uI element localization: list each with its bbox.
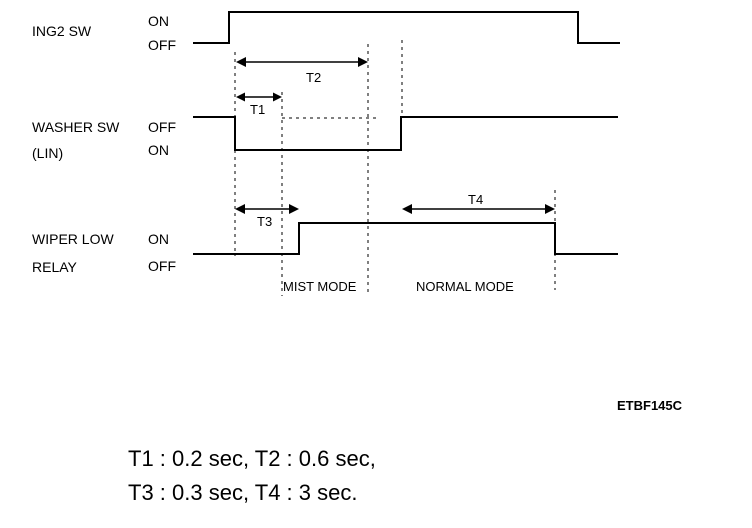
washer-state-high: OFF xyxy=(148,119,176,135)
t2-label: T2 xyxy=(306,70,321,85)
signal-sublabel-washer: (LIN) xyxy=(32,145,63,161)
ing2-waveform xyxy=(193,11,620,44)
t1-label: T1 xyxy=(250,102,265,117)
signal-sublabel-wiper: RELAY xyxy=(32,259,78,275)
signal-name-ing2: ING2 SW xyxy=(32,23,92,39)
ing2-state-high: ON xyxy=(148,13,169,29)
t4-arrow xyxy=(402,204,555,214)
t3-arrow xyxy=(235,204,299,214)
timing-spec-line-1: T1 : 0.2 sec, T2 : 0.6 sec, xyxy=(128,446,376,471)
normal-mode-label: NORMAL MODE xyxy=(416,279,514,294)
wiper-state-low: OFF xyxy=(148,258,176,274)
mist-mode-label: MIST MODE xyxy=(283,279,357,294)
signal-name-wiper: WIPER LOW xyxy=(32,231,114,247)
ing2-state-low: OFF xyxy=(148,37,176,53)
t3-label: T3 xyxy=(257,214,272,229)
washer-state-low: ON xyxy=(148,142,169,158)
t1-arrow xyxy=(236,92,282,102)
washer-waveform xyxy=(193,116,618,151)
t2-arrow xyxy=(236,57,368,67)
figure-id: ETBF145C xyxy=(617,398,683,413)
wiper-waveform xyxy=(193,222,618,255)
timing-diagram: ING2 SW WASHER SW (LIN) WIPER LOW RELAY … xyxy=(32,11,620,296)
wiper-state-high: ON xyxy=(148,231,169,247)
t4-label: T4 xyxy=(468,192,483,207)
signal-name-washer: WASHER SW xyxy=(32,119,120,135)
timing-spec-line-2: T3 : 0.3 sec, T4 : 3 sec. xyxy=(128,480,358,505)
